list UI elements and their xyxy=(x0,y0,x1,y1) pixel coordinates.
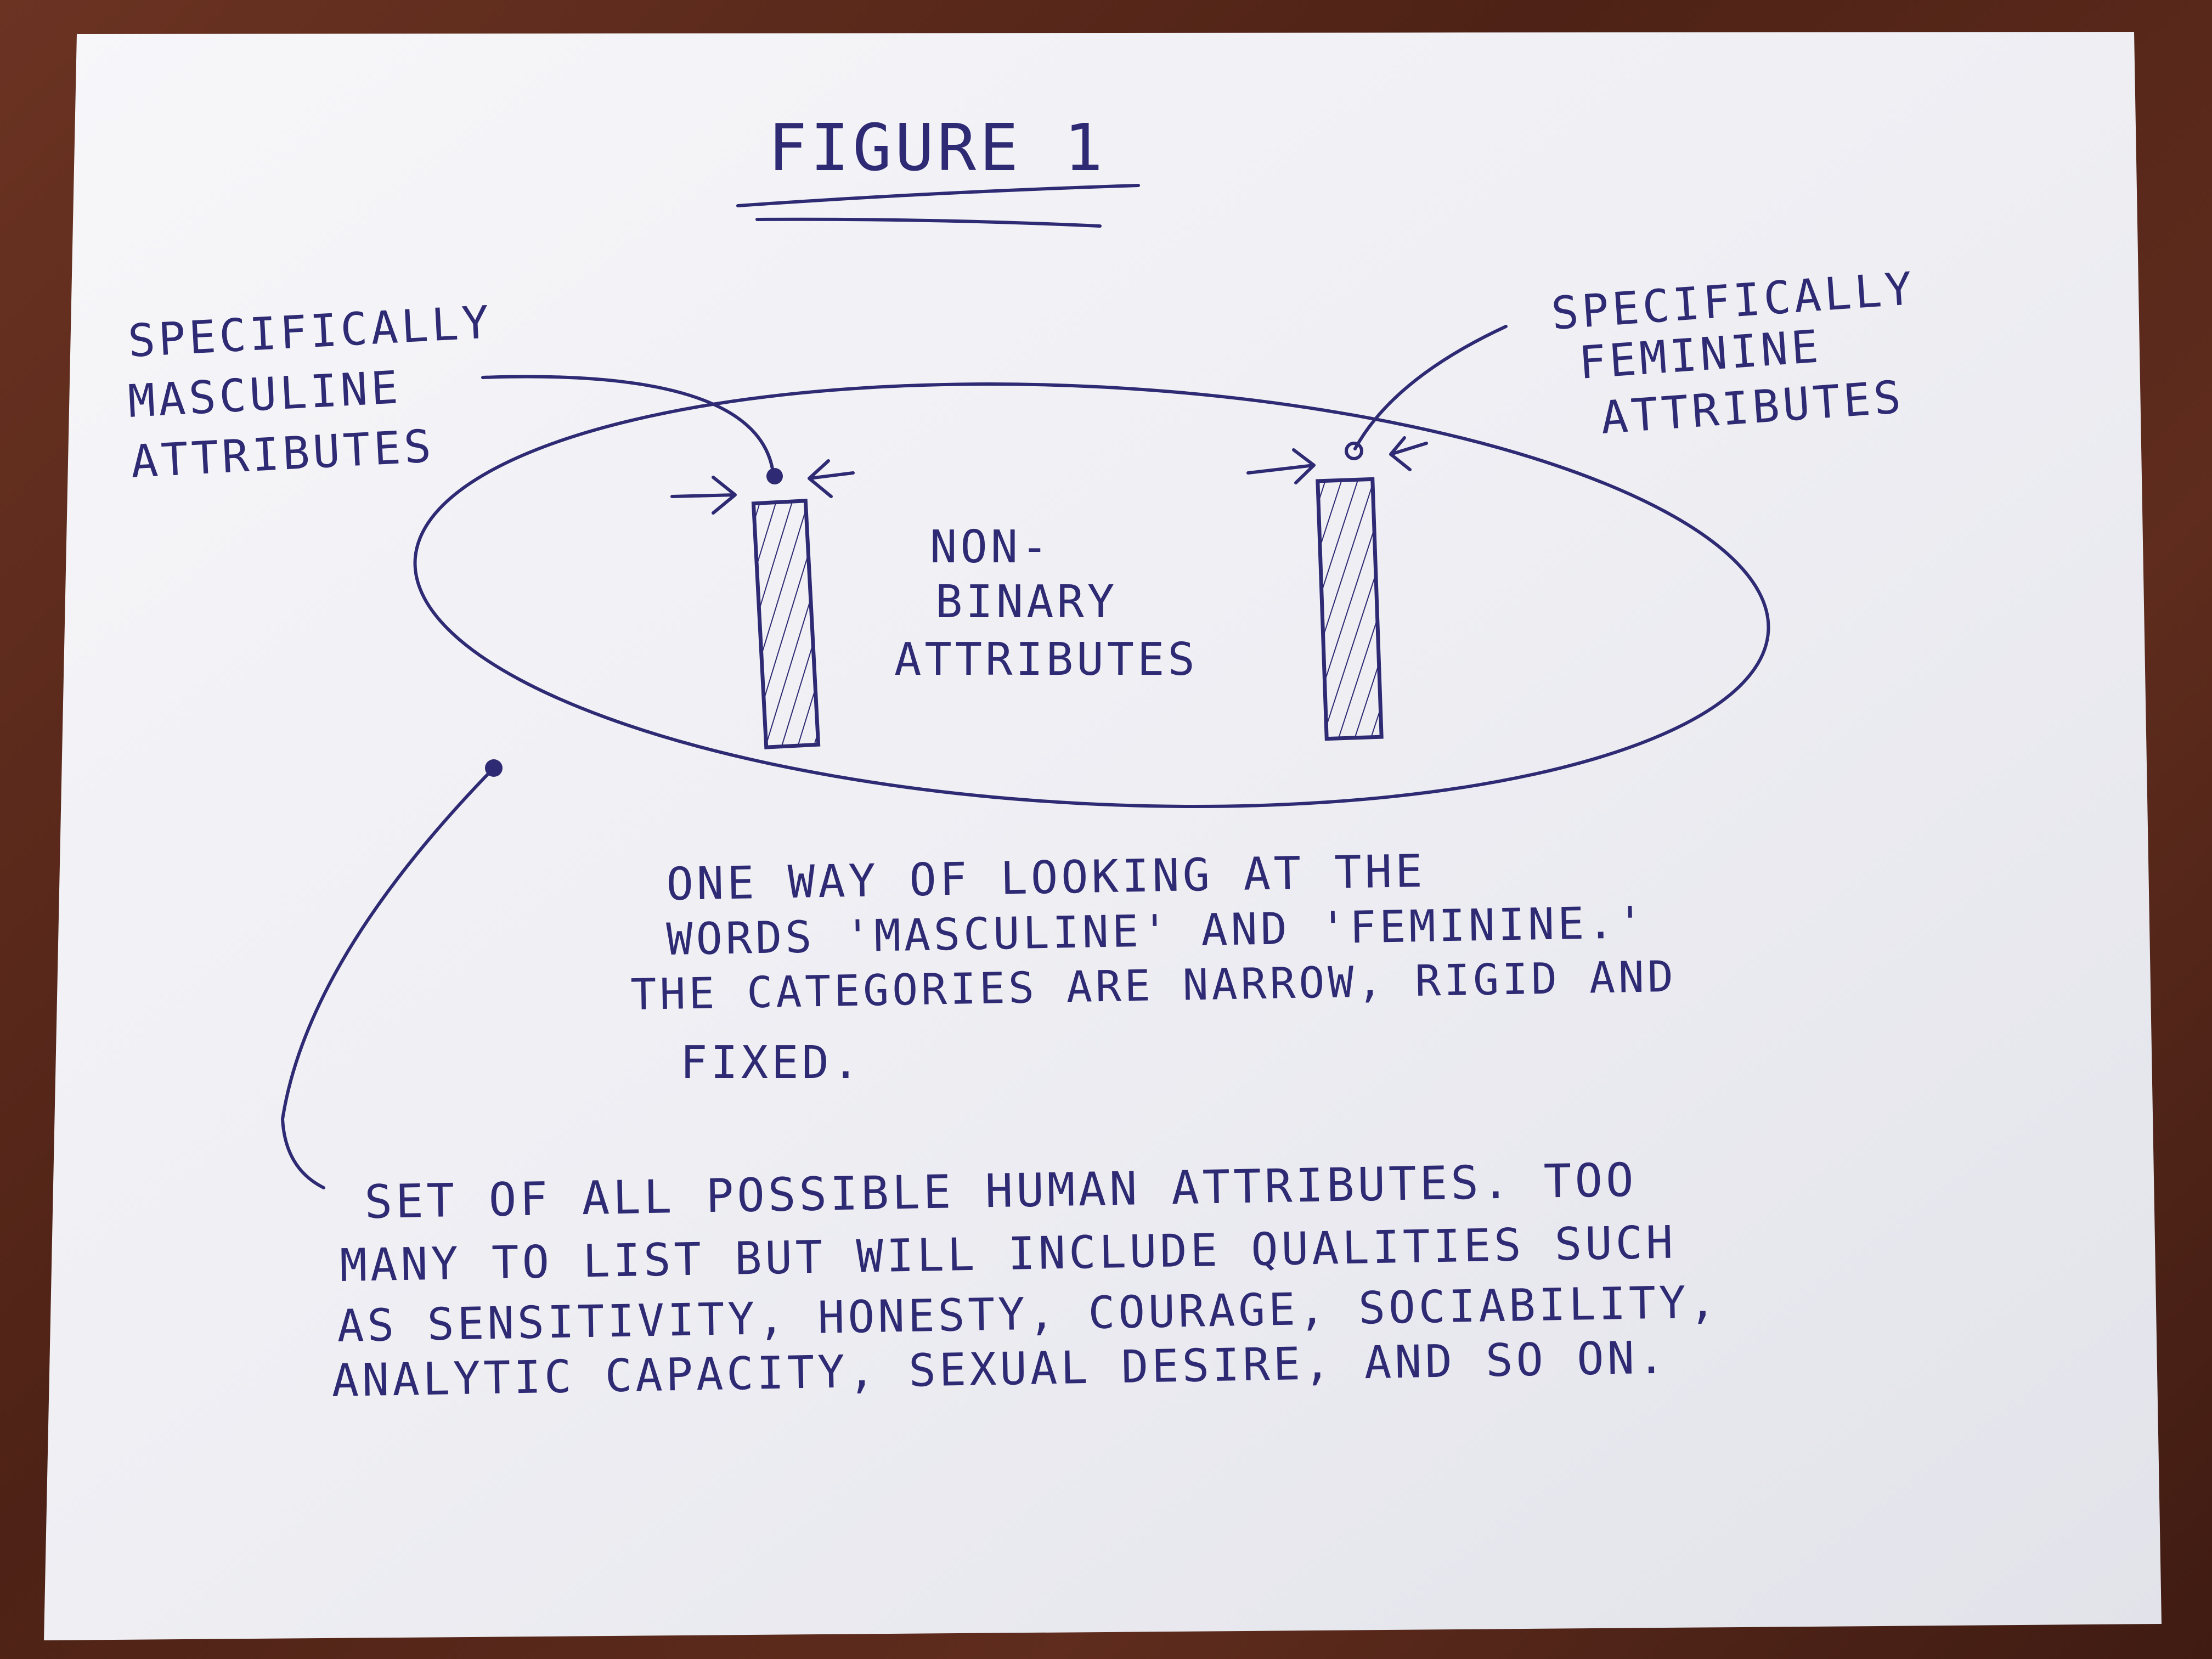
masculine-point xyxy=(766,468,783,484)
feminine-point xyxy=(1345,442,1363,460)
nonbinary-label-line-2: BINARY xyxy=(935,576,1118,628)
feminine-leader-line xyxy=(1353,325,1508,450)
feminine-bar xyxy=(1316,477,1384,741)
masculine-bar xyxy=(751,499,821,749)
paper-sheet xyxy=(44,32,2162,1640)
nonbinary-label-line-3: ATTRIBUTES xyxy=(894,634,1198,686)
title-underline-2 xyxy=(755,217,1102,228)
figure-title: FIGURE 1 xyxy=(768,110,1106,185)
set-leader-line xyxy=(281,768,494,1189)
all-attributes-ellipse xyxy=(413,382,1770,808)
feminine-arrow-right xyxy=(1389,436,1428,471)
feminine-arrow-left xyxy=(1246,448,1316,484)
title-underline-1 xyxy=(736,184,1140,207)
nonbinary-label: NON- BINARY ATTRIBUTES xyxy=(894,521,1198,686)
masculine-arrow-right xyxy=(808,459,855,498)
middle-caption-line-4: FIXED. xyxy=(680,1037,862,1089)
masculine-leader-line xyxy=(481,375,775,478)
masculine-arrow-left xyxy=(670,476,737,515)
nonbinary-label-line-1: NON- xyxy=(930,521,1051,573)
